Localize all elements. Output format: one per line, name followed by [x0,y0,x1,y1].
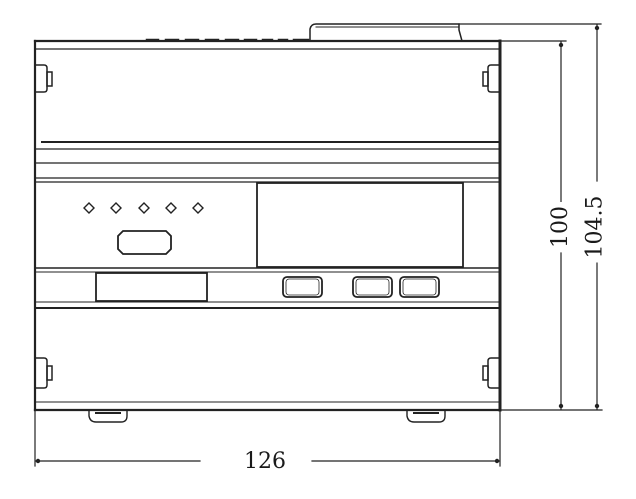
button-2 [352,276,393,298]
led-diamond-icon [138,202,150,214]
width-dimension-label: 126 [238,451,292,473]
body-height-dimension-label: 100 [548,202,573,252]
button-1 [282,276,323,298]
display-window [256,182,464,268]
dimension-lines [34,23,603,467]
din-rail-clips [88,409,446,423]
led-diamond-icon [192,202,204,214]
led-diamond-icon [83,202,95,214]
label-window [95,272,208,302]
button-3 [399,276,440,298]
comm-port-icon [117,230,172,255]
middle-bands [35,267,500,309]
upper-bands [35,141,500,183]
side-clips [35,64,500,389]
enclosure-body [33,39,502,412]
indicator-leds [83,202,204,214]
dimension-arrowheads [35,25,600,464]
led-diamond-icon [165,202,177,214]
led-diamond-icon [110,202,122,214]
top-terminal-cover [309,23,463,42]
front-buttons [282,276,440,298]
total-height-dimension-label: 104.5 [582,191,607,263]
